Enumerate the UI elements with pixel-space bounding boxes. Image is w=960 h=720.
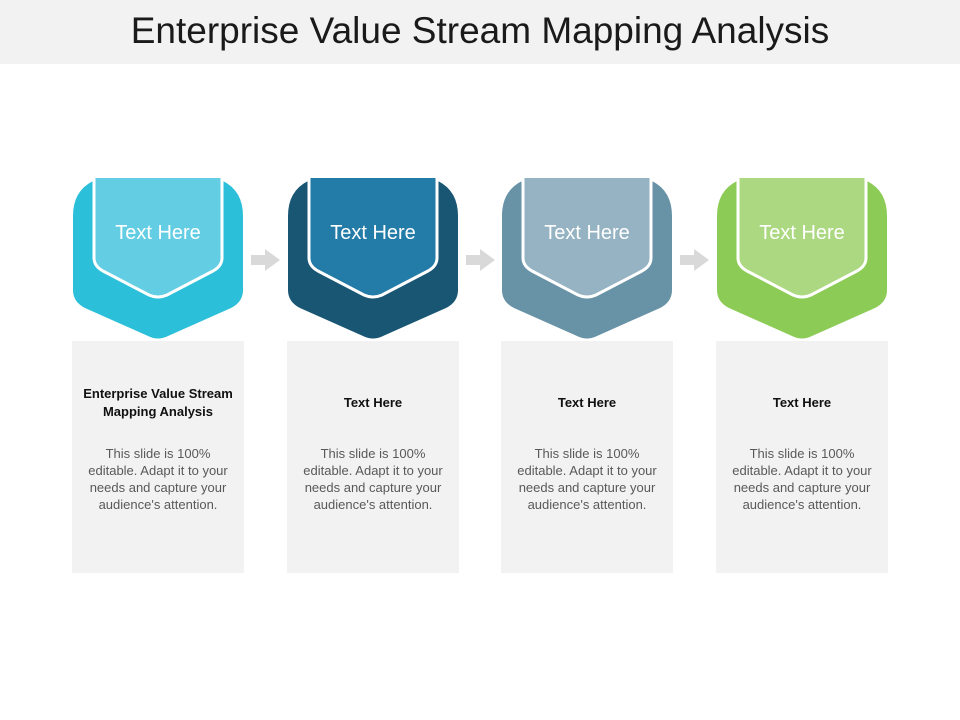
step-3-shield-icon [502,178,672,339]
step-3-label: Text Here [544,222,630,244]
step-1-card: Enterprise Value Stream Mapping Analysis… [72,341,244,573]
step-4-heading: Text Here [772,395,832,410]
step-1-description: This slide is 100% editable. Adapt it to… [88,446,228,512]
arrow-right-icon [251,249,280,271]
step-2-card: Text Here This slide is 100% editable. A… [287,341,459,573]
step-3-card: Text Here This slide is 100% editable. A… [501,341,673,573]
step-2-shield-icon [288,178,458,339]
step-3-heading: Text Here [557,395,617,410]
step-1-label: Text Here [115,222,201,244]
step-2-description: This slide is 100% editable. Adapt it to… [303,446,443,512]
step-3-description: This slide is 100% editable. Adapt it to… [517,446,657,512]
step-4-label: Text Here [759,222,845,244]
arrow-right-icon [680,249,709,271]
step-4-card: Text Here This slide is 100% editable. A… [716,341,888,573]
step-1-shield-icon [73,178,243,339]
slide-title: Enterprise Value Stream Mapping Analysis [130,10,830,51]
step-4-description: This slide is 100% editable. Adapt it to… [732,446,872,512]
step-2-heading: Text Here [343,395,403,410]
step-2-label: Text Here [330,222,416,244]
title-bar [0,0,960,64]
arrow-right-icon [466,249,495,271]
step-4-shield-icon [717,178,887,339]
step-1-heading: Enterprise Value Stream Mapping Analysis [83,386,233,419]
